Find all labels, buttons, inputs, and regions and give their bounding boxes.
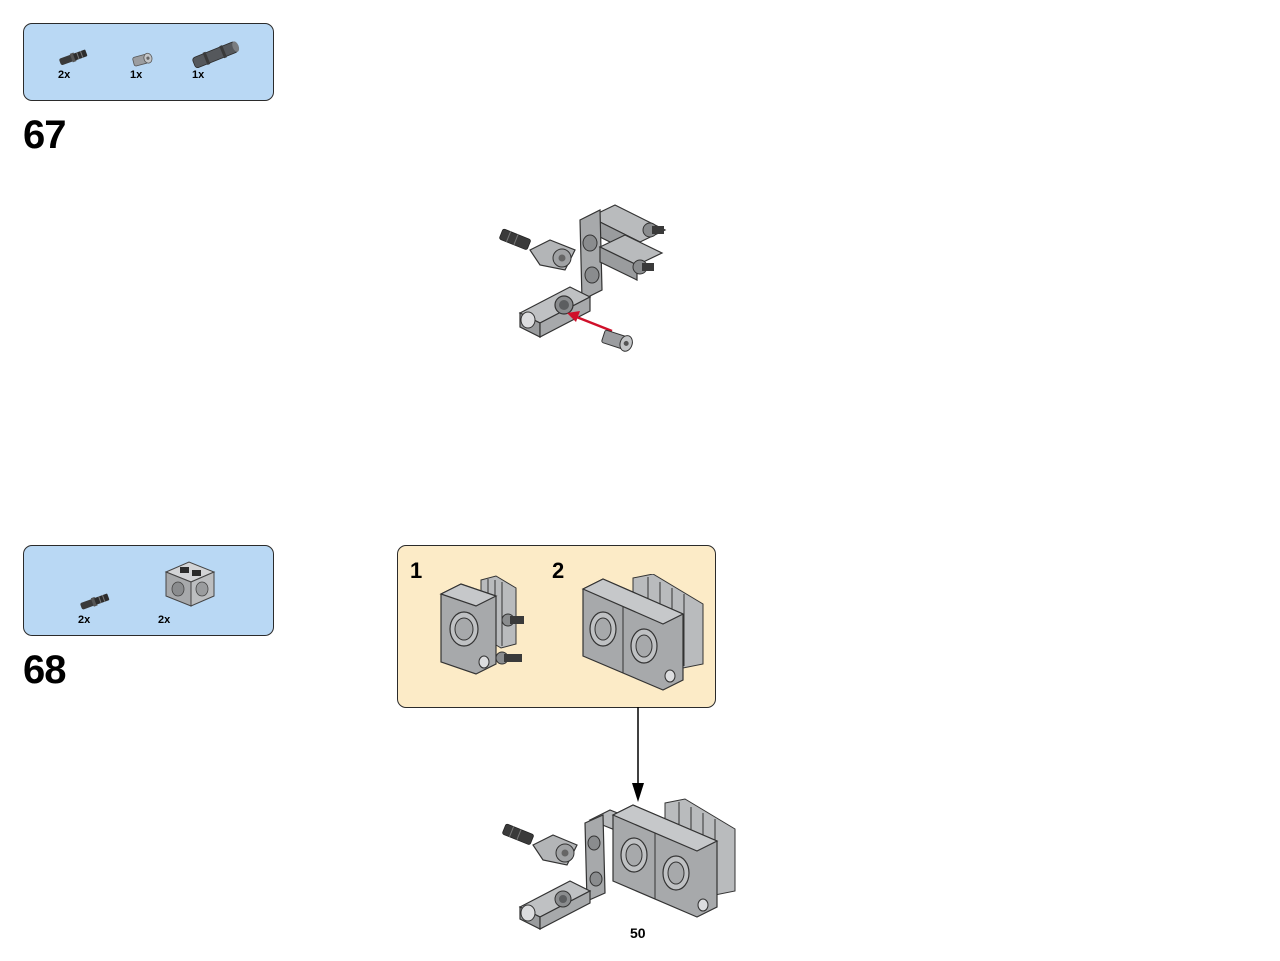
pin-with-axle-icon — [59, 49, 88, 65]
parts-list-step-67: 2x 1x 1x — [23, 23, 274, 101]
step-67-assembly-illustration — [499, 204, 667, 352]
middle-beam — [598, 234, 664, 281]
long-beam-front — [518, 286, 592, 338]
pin-icon — [501, 613, 524, 627]
bushing-icon — [132, 52, 153, 67]
part-qty: 2x — [58, 69, 71, 81]
insertion-arrow — [567, 311, 613, 333]
pin-with-axle-icon — [80, 593, 110, 610]
substep-2-illustration — [581, 574, 704, 691]
angle-connector — [529, 239, 576, 271]
bushing-part — [601, 329, 633, 352]
callout-arrow — [632, 707, 644, 802]
part-qty: 1x — [192, 69, 205, 81]
right-pins — [632, 222, 664, 275]
substep-number: 2 — [552, 558, 565, 583]
part-qty: 2x — [78, 614, 91, 626]
axle-pin-left — [499, 228, 531, 250]
vertical-frame — [579, 209, 603, 301]
axle-connector-icon — [192, 41, 240, 69]
part-qty: 1x — [130, 69, 143, 81]
page-number: 50 — [630, 925, 646, 941]
step-number: 67 — [23, 113, 66, 157]
step-68-assembly-illustration — [502, 798, 736, 930]
part-qty: 2x — [158, 614, 171, 626]
parts-list-step-68: 2x 2x — [23, 545, 274, 636]
substep-number: 1 — [410, 558, 423, 583]
subassembly-callout: 1 2 — [397, 545, 716, 708]
engine-block-icon — [164, 561, 216, 607]
step-number: 68 — [23, 648, 66, 692]
pin-icon — [495, 651, 522, 665]
substep-1-illustration — [439, 575, 524, 675]
